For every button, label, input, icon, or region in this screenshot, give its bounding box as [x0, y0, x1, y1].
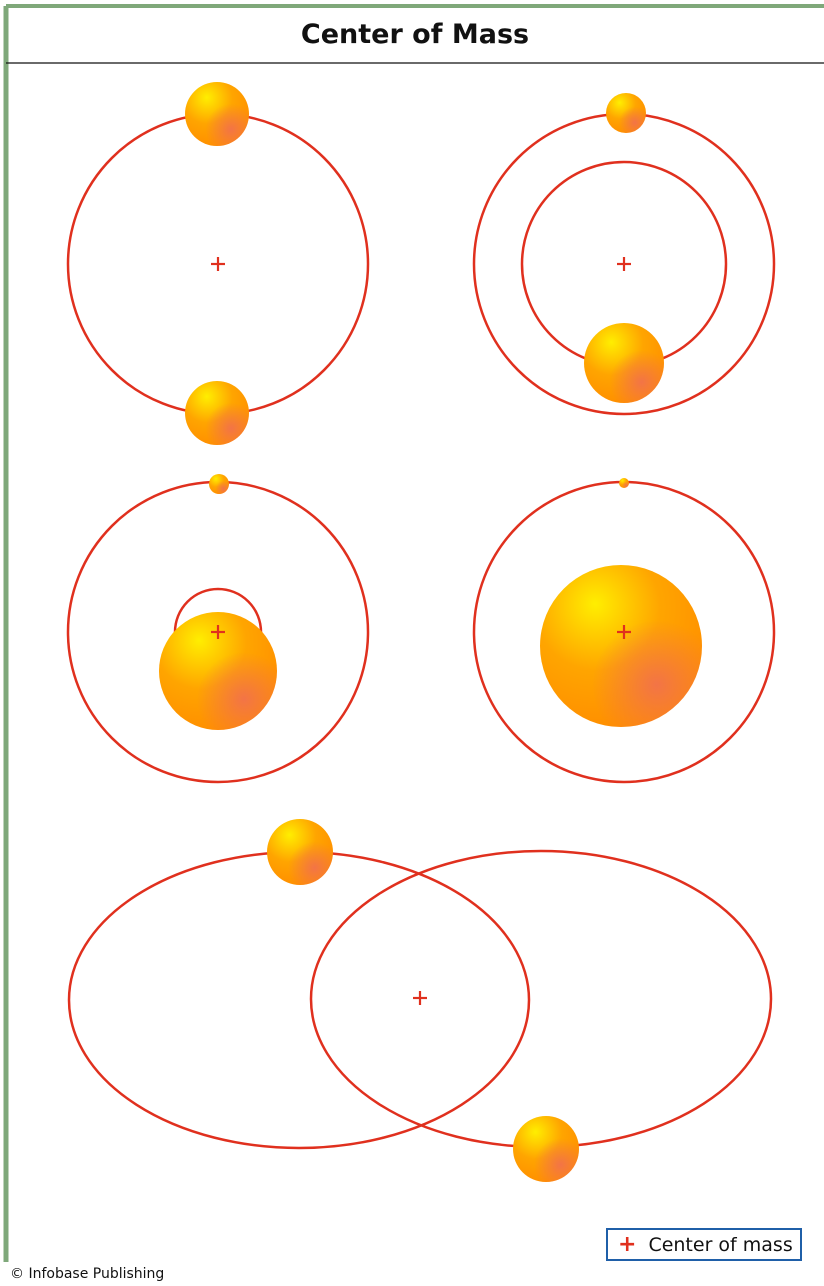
- center-of-mass-marker: [617, 625, 631, 639]
- panel-elliptical-orbits: [67, 819, 773, 1182]
- legend-label: Center of mass: [648, 1233, 793, 1256]
- title-bar: Center of Mass: [6, 6, 824, 63]
- body-small: [606, 93, 646, 133]
- body-lower: [513, 1116, 579, 1182]
- body-large: [584, 323, 664, 403]
- body-upper: [267, 819, 333, 885]
- center-of-mass-marker: [413, 991, 427, 1005]
- body-small: [209, 474, 229, 494]
- body-top: [185, 82, 249, 146]
- legend: + Center of mass: [606, 1228, 802, 1261]
- body-tiny: [619, 478, 629, 488]
- center-of-mass-marker: [211, 257, 225, 271]
- page-title: Center of Mass: [300, 19, 530, 50]
- panel-large-small-masses: [66, 474, 370, 784]
- panel-equal-masses: [66, 82, 370, 445]
- panel-unequal-masses: [472, 93, 776, 416]
- panel-very-large-small-masses: [472, 478, 776, 784]
- legend-center-marker: +: [618, 1231, 637, 1257]
- left-orbit: [67, 850, 531, 1150]
- body-bottom: [185, 381, 249, 445]
- center-of-mass-marker: [211, 625, 225, 639]
- right-orbit: [309, 849, 773, 1149]
- body-large: [159, 612, 277, 730]
- body-large: [540, 565, 702, 727]
- copyright-notice: © Infobase Publishing: [10, 1266, 165, 1282]
- center-of-mass-marker: [617, 257, 631, 271]
